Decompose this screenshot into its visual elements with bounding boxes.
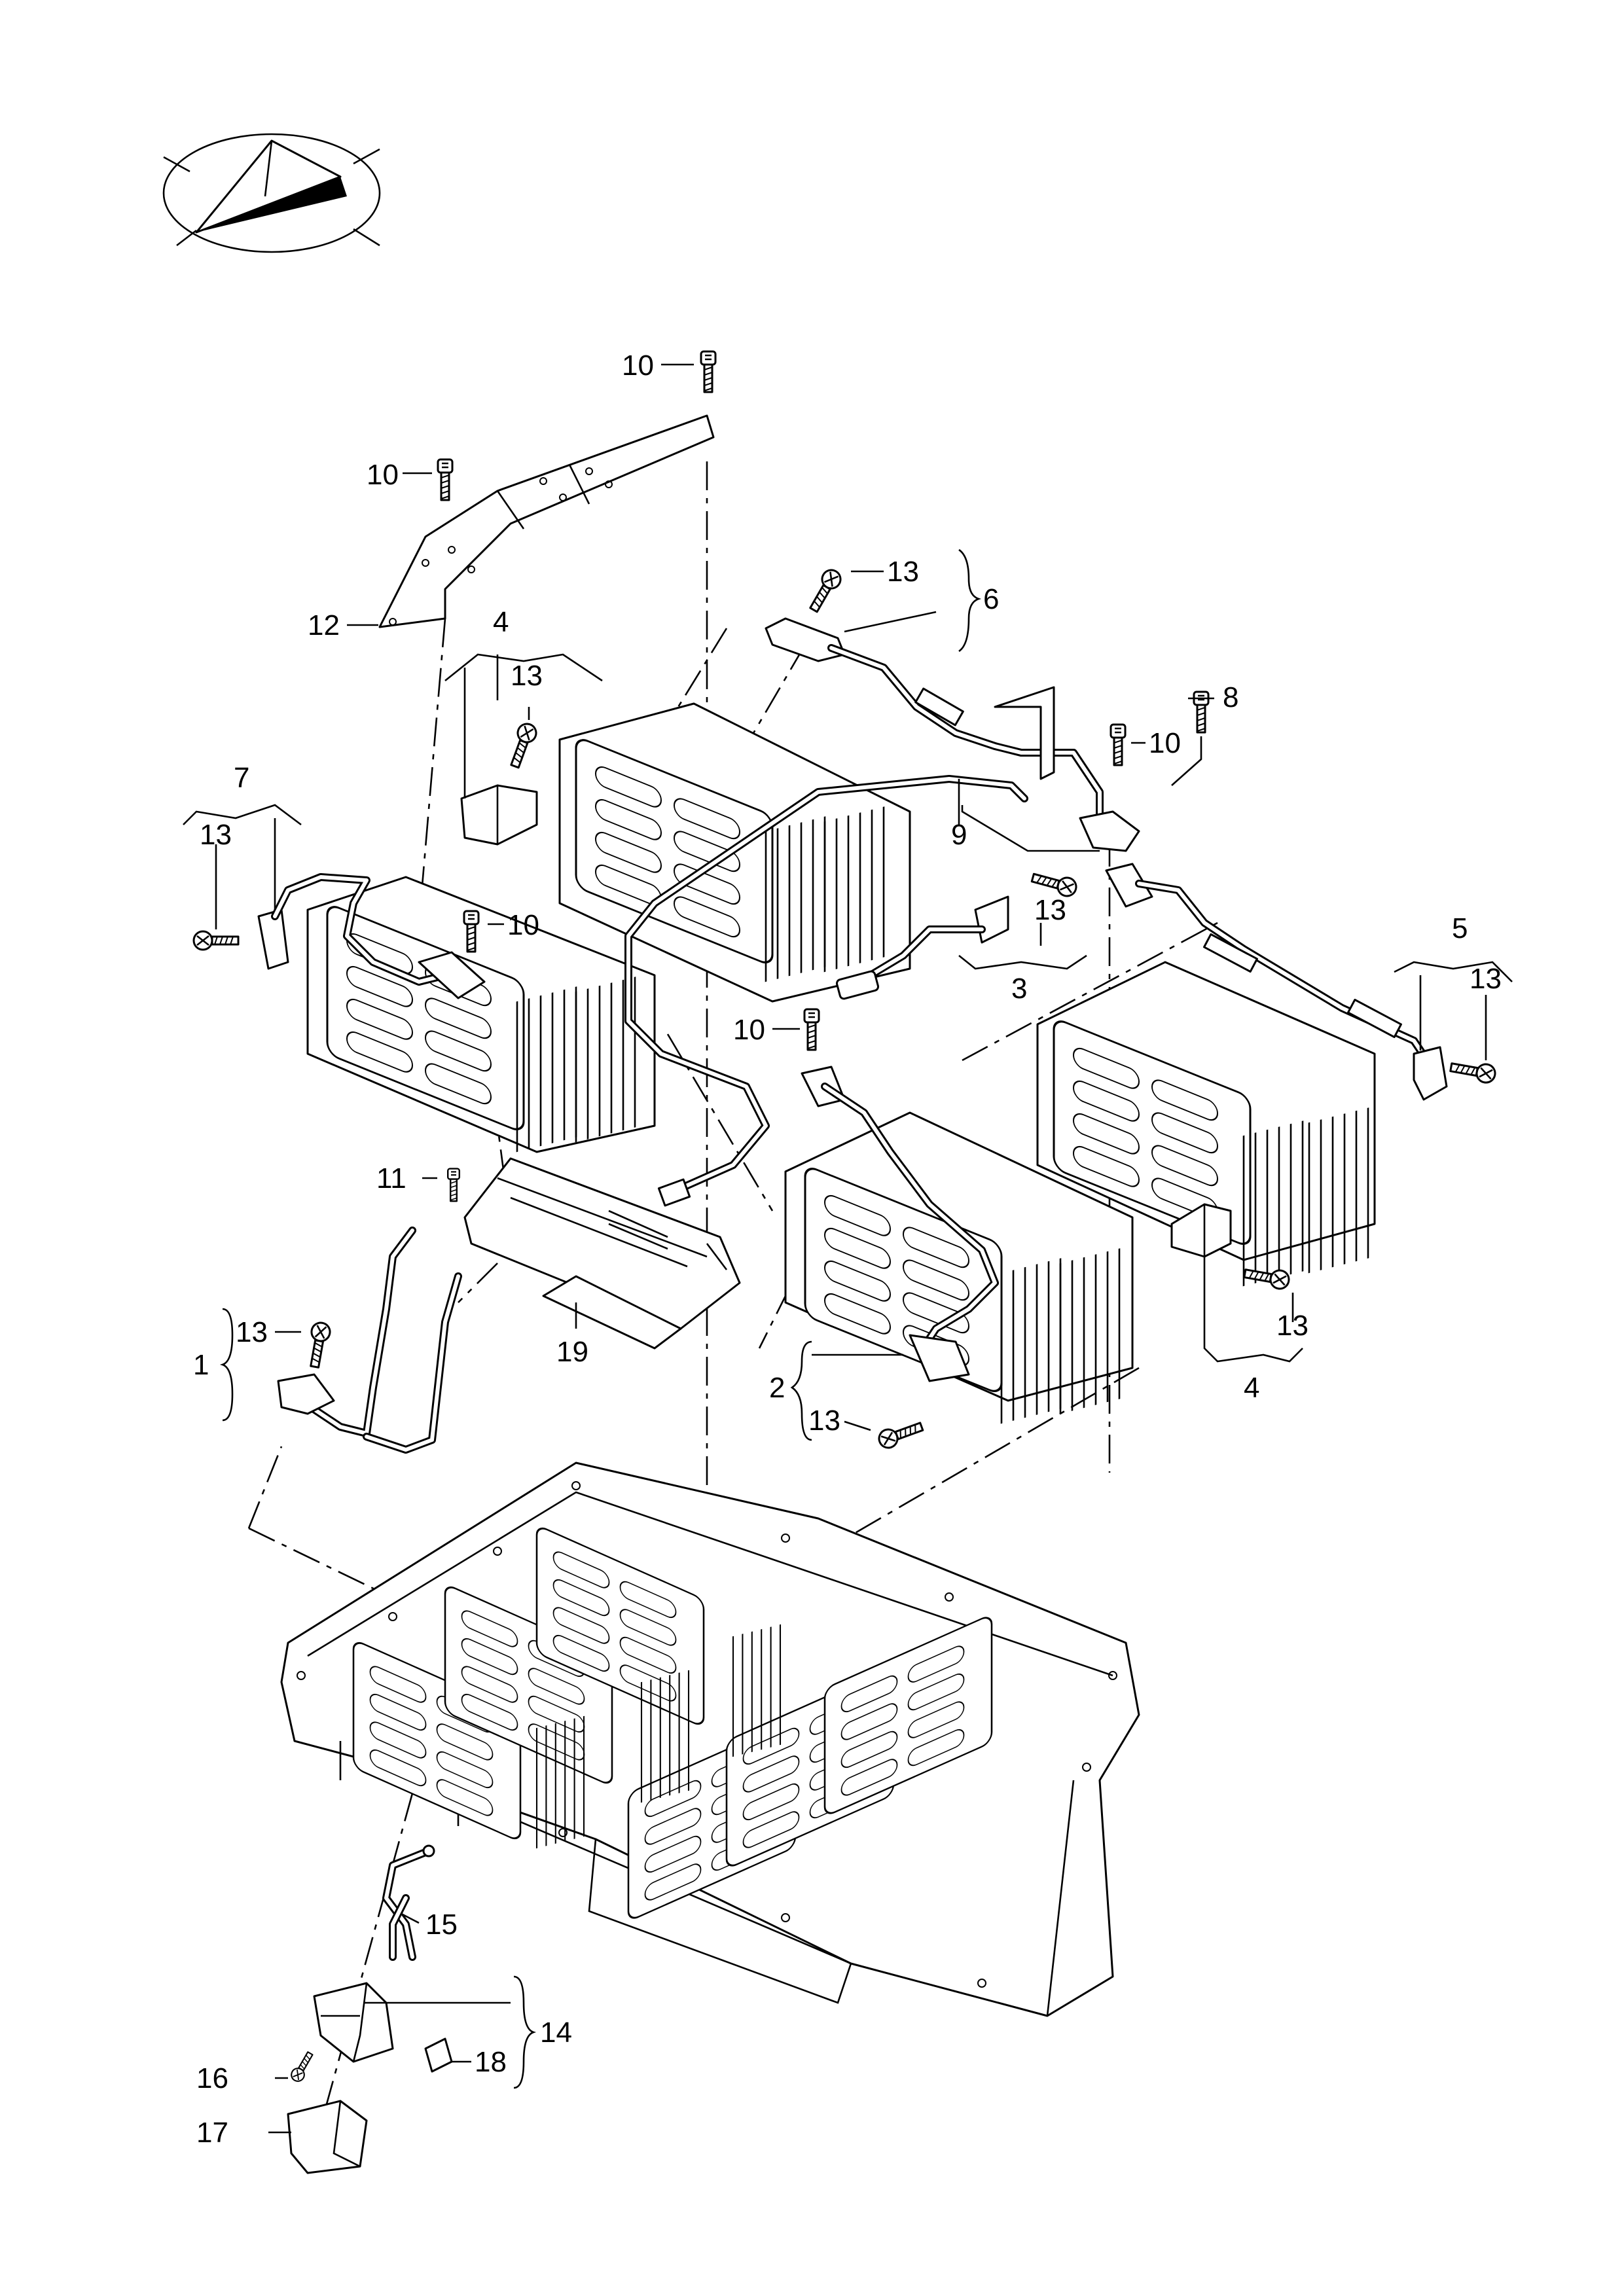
bolt-13-bracket4: [505, 720, 540, 771]
cable-3: [835, 895, 1009, 1000]
cover-plate: [378, 414, 715, 628]
callout-6: 6: [983, 583, 999, 615]
callout-1: 1: [193, 1349, 209, 1381]
callout-10: 10: [507, 909, 539, 941]
callout-8: 8: [1223, 681, 1238, 713]
callout-10: 10: [733, 1014, 765, 1046]
orientation-icon: [162, 133, 381, 253]
cable-2: [801, 1066, 999, 1382]
callout-16: 16: [196, 2062, 228, 2094]
callout-18: 18: [475, 2046, 507, 2078]
cable-5: [1105, 863, 1448, 1101]
bolt-13-cable2: [875, 1416, 926, 1452]
bolt-10-right: [1110, 723, 1127, 766]
callout-2: 2: [769, 1372, 785, 1404]
callout-13: 13: [1276, 1310, 1308, 1342]
callout-13: 13: [511, 660, 543, 692]
callout-13: 13: [808, 1405, 840, 1437]
callout-15: 15: [425, 1909, 458, 1941]
bolt-13-cable5: [1448, 1057, 1498, 1085]
bolt-13-cable6: [804, 565, 845, 616]
bolt-13-cable7: [192, 930, 240, 951]
callout-5: 5: [1452, 912, 1468, 944]
callout-labels: 10 10 12 13 6 8 10 4 13 9 7 13 10 13 3 1…: [193, 350, 1502, 2149]
bolt-13-cable1: [304, 1320, 333, 1370]
callout-10: 10: [1149, 727, 1181, 759]
callout-4: 4: [1244, 1372, 1259, 1404]
callout-leaders: [183, 363, 1513, 2134]
callout-13: 13: [200, 819, 232, 851]
callout-9: 9: [951, 819, 967, 851]
callout-13: 13: [1034, 894, 1066, 926]
bracket-4-lower: [1170, 1203, 1232, 1258]
callout-7: 7: [234, 762, 249, 794]
battery-module-right: [1036, 961, 1376, 1287]
callout-14: 14: [540, 2017, 572, 2049]
bolt-10-top: [700, 350, 717, 393]
callout-13: 13: [1470, 963, 1502, 995]
bolt-11: [447, 1168, 460, 1202]
callout-3: 3: [1011, 973, 1027, 1005]
relay-14: [313, 1982, 394, 2063]
screw-16: [288, 2049, 317, 2085]
cable-6: [765, 617, 1140, 852]
callout-10: 10: [622, 350, 654, 382]
battery-module-center: [784, 1111, 1134, 1425]
callout-13: 13: [887, 556, 919, 588]
callout-10: 10: [367, 459, 399, 491]
callout-17: 17: [196, 2117, 228, 2149]
cable-7: [257, 873, 486, 999]
battery-housing: [280, 1462, 1140, 2017]
cable-1: [277, 1227, 462, 1454]
bolt-10-plate: [437, 458, 454, 501]
battery-module-upper-left: [306, 876, 656, 1153]
callout-12: 12: [308, 609, 340, 641]
cap-17: [287, 2100, 368, 2174]
callout-19: 19: [556, 1336, 588, 1368]
bracket-4-upper: [460, 784, 538, 846]
clip-18: [424, 2037, 453, 2073]
callout-13: 13: [236, 1316, 268, 1348]
callout-4: 4: [493, 606, 509, 638]
callout-11: 11: [376, 1162, 406, 1194]
cable-15: [382, 1844, 435, 1961]
bolt-10-center: [803, 1008, 820, 1051]
control-unit: [463, 1157, 741, 1350]
